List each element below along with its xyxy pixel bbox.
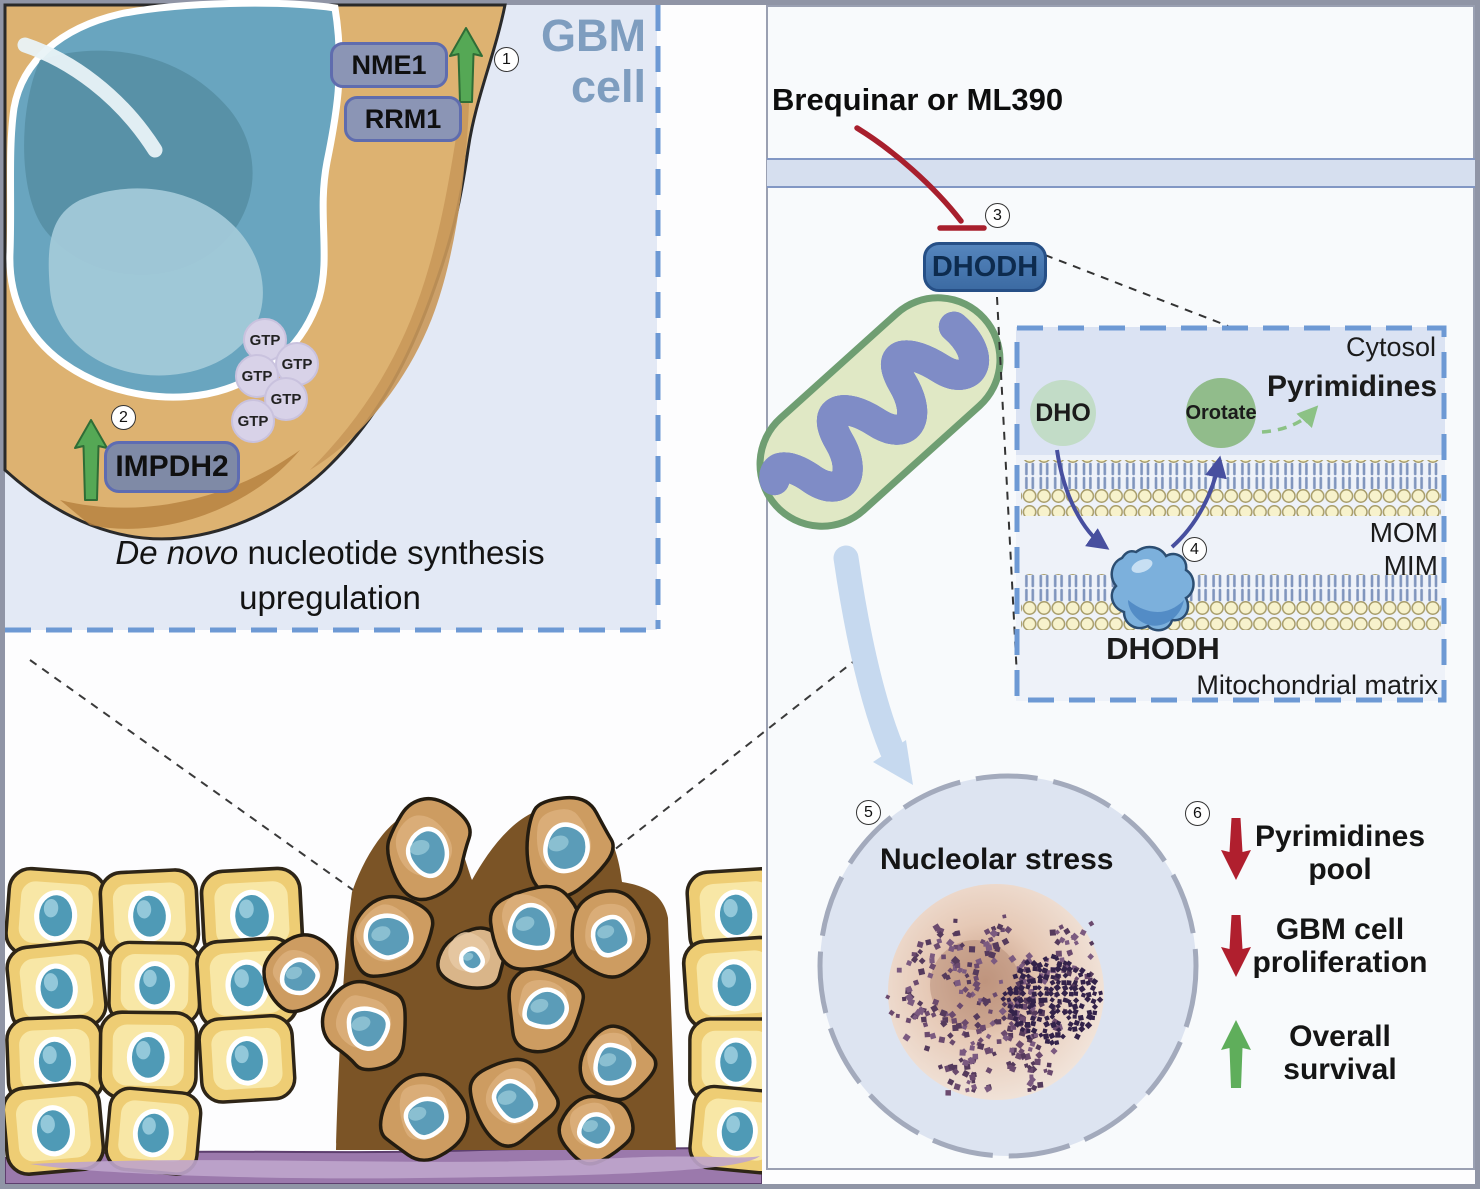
gbm-cell-title-line1: GBM [541, 10, 646, 61]
tumor-cell [350, 894, 435, 979]
mitochondria [734, 294, 1004, 552]
mom-label: MOM [1369, 517, 1438, 548]
outcome-line: Overall [1289, 1020, 1391, 1053]
gene-label-rrm1: RRM1 [344, 96, 462, 142]
mitochondrial-matrix-label: Mitochondrial matrix [1196, 670, 1438, 700]
nucleus-light [48, 188, 263, 376]
step-badge-6: 6 [1185, 801, 1210, 826]
epithelial-cell [685, 867, 762, 959]
epithelial-cell [98, 1010, 199, 1101]
dhodh-pill: DHODH [923, 242, 1047, 292]
gtp-molecule: GTP [275, 342, 319, 386]
tumor-cell [488, 884, 583, 971]
up-arrow-icon [1221, 1020, 1251, 1088]
cytoplasm-shade [310, 60, 470, 470]
dho-label: DHO [1035, 399, 1091, 427]
nucleus-swirl [17, 37, 163, 158]
dhodh-inset-label: DHODH [1106, 631, 1220, 666]
tumor-cell [507, 967, 586, 1054]
nucleolar-speckles [885, 914, 1104, 1096]
tumor-cell [525, 795, 615, 899]
gbm-cell-art [3, 0, 507, 541]
epithelial-cell [199, 866, 305, 962]
epithelial-cell [107, 940, 203, 1026]
tumor-cells [262, 795, 658, 1166]
tumor-cell [378, 1072, 470, 1162]
tumor-cell [578, 1024, 658, 1102]
flow-arrowhead [873, 740, 913, 785]
tissue-illustration [5, 795, 762, 1184]
cytoplasm-shade-2 [60, 450, 300, 529]
epithelial-cell [688, 1084, 762, 1175]
orotate-molecule [1186, 378, 1256, 448]
epithelial-cell [104, 1086, 203, 1176]
epithelial-cell [98, 868, 201, 961]
mim-label: MIM [1383, 550, 1438, 581]
outcome-pyrimidines-pool: Pyrimidines pool [1243, 820, 1437, 886]
down-arrow-icon [1221, 818, 1251, 880]
inset-caption-line1: De novo nucleotide synthesis [30, 534, 630, 572]
gene-label-impdh2: IMPDH2 [104, 441, 240, 493]
outcome-line: proliferation [1252, 946, 1428, 979]
outcome-line: GBM cell [1275, 913, 1405, 946]
gbm-cell-title-line2: cell [570, 61, 646, 112]
tumor-cell [262, 933, 339, 1014]
gbm-cell-title: GBM cell [468, 10, 646, 112]
up-arrow-icon [449, 27, 483, 103]
drug-label: Brequinar or ML390 [772, 82, 1064, 117]
outcome-line: survival [1283, 1053, 1397, 1086]
tumor-cell [468, 1057, 560, 1148]
down-arrow-icon [1221, 915, 1251, 977]
flow-arrow-icon [833, 545, 905, 763]
step-badge-5: 5 [856, 800, 881, 825]
outcome-overall-survival: Overall survival [1243, 1020, 1437, 1086]
step-badge-4: 4 [1182, 537, 1207, 562]
dho-molecule [1030, 380, 1096, 446]
nucleolar-stress-label: Nucleolar stress [880, 843, 1114, 876]
tumor-cell [385, 796, 472, 902]
dhodh-protein-shade [1128, 600, 1184, 626]
outcome-line: Pyrimidines [1254, 820, 1426, 853]
tumor-cell [320, 979, 407, 1072]
plasma-membrane-band [767, 158, 1475, 188]
inset-dashed-border [5, 5, 661, 633]
caption-rest: nucleotide synthesis [238, 534, 545, 571]
inhibition-arrow-icon [854, 125, 964, 224]
step-badge-1: 1 [494, 47, 519, 72]
epithelial-cell [5, 940, 108, 1034]
gene-label-nme1: NME1 [330, 42, 448, 88]
caption-italic: De novo [115, 534, 239, 571]
outer-membrane-bilayer [1021, 460, 1441, 516]
epithelial-cell [197, 1014, 297, 1104]
magnifier-lines [29, 657, 859, 903]
orotate-to-pyrimidines-arrow [1261, 405, 1319, 434]
outcome-line: pool [1308, 853, 1372, 886]
pyrimidines-label: Pyrimidines [1266, 370, 1438, 403]
dho-to-dhodh-arrow [1055, 449, 1110, 550]
membrane-highlight [30, 1156, 760, 1179]
tumor-cell [557, 1094, 635, 1166]
step-badge-3: 3 [985, 203, 1010, 228]
dhodh-to-orotate-arrow [1170, 455, 1227, 549]
outcome-gbm-proliferation: GBM cell proliferation [1243, 913, 1437, 979]
orotate-label: Orotate [1185, 402, 1257, 424]
epithelial-cell [5, 1014, 105, 1105]
tumor-cell [570, 889, 651, 979]
epithelial-cell [681, 935, 762, 1031]
epithelial-cells [5, 866, 762, 1176]
dhodh-protein-highlight [1131, 559, 1153, 573]
cytosol-label: Cytosol [1345, 332, 1436, 362]
inset-dashed-border [1014, 325, 1447, 703]
right-panel-art [734, 125, 1447, 1159]
tumor-cell [436, 926, 508, 990]
inner-membrane-bilayer [1021, 574, 1441, 630]
epithelial-cell [5, 1081, 106, 1176]
inset-caption-line2: upregulation [239, 579, 421, 616]
gtp-molecule: GTP [231, 399, 275, 443]
step-badge-2: 2 [111, 405, 136, 430]
epithelial-cell [688, 1017, 762, 1104]
